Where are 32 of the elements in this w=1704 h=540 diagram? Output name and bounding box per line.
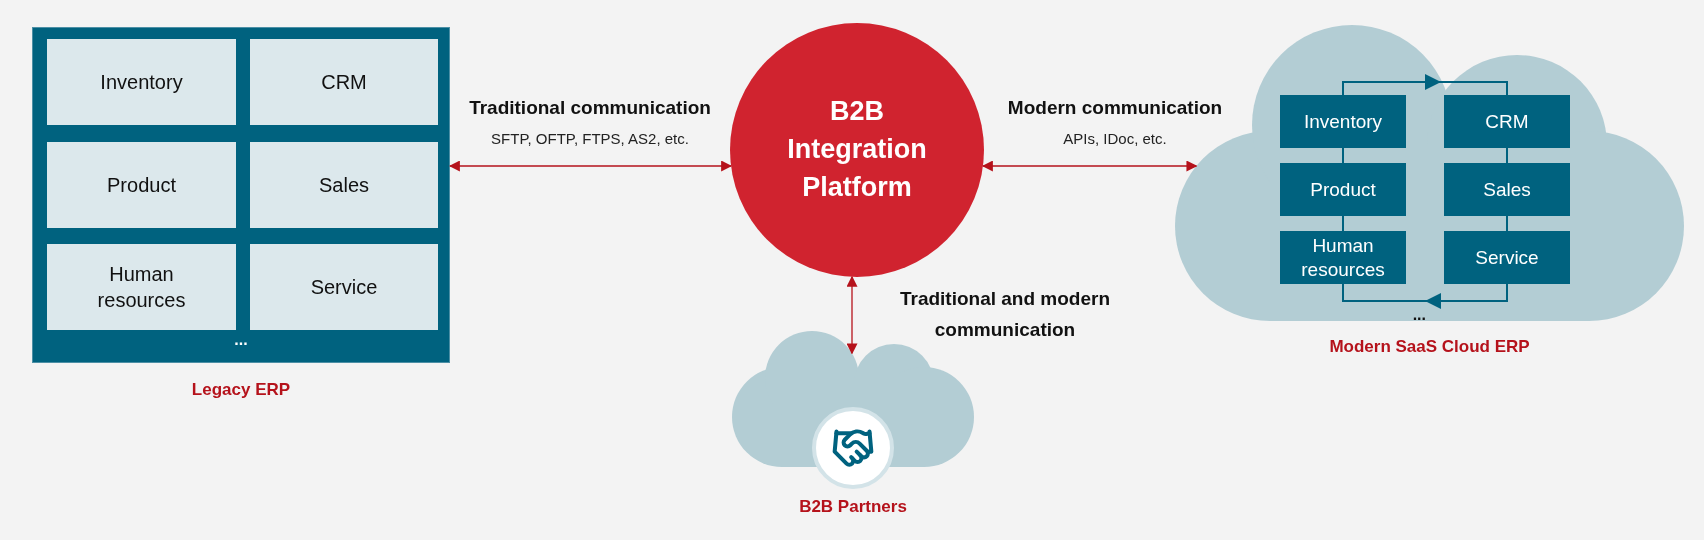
arrow (981, 160, 1198, 172)
connector-line (1506, 147, 1508, 164)
module-box: Inventory (1280, 95, 1406, 148)
module-box: Sales (250, 142, 438, 228)
module-box: Human resources (1280, 231, 1406, 284)
protocol-note: SFTP, OFTP, FTPS, AS2, etc. (490, 130, 690, 147)
module-box: Inventory (47, 39, 236, 125)
edge-label: Traditional and modern communication (898, 287, 1112, 343)
platform-circle: B2B Integration Platform (730, 23, 984, 277)
module-box: CRM (250, 39, 438, 125)
ellipsis: ... (234, 332, 248, 348)
connector-line (1506, 215, 1508, 232)
arrow (846, 275, 858, 355)
cloud-title: Modern SaaS Cloud ERP (1328, 337, 1531, 357)
module-box: Service (1444, 231, 1570, 284)
arrow (448, 160, 733, 172)
connector-line (1342, 215, 1344, 232)
edge-label: Traditional communication (468, 96, 712, 120)
ellipsis: ... (1412, 307, 1426, 323)
module-box: Product (47, 142, 236, 228)
cloud-title: B2B Partners (798, 497, 908, 517)
edge-label: Modern communication (1006, 96, 1224, 120)
loop-arrow (1342, 283, 1508, 309)
module-box: Sales (1444, 163, 1570, 216)
module-box: Service (250, 244, 438, 330)
panel-title: Legacy ERP (190, 380, 292, 400)
connector-line (1342, 147, 1344, 164)
loop-arrow (1342, 74, 1508, 96)
module-box: Product (1280, 163, 1406, 216)
module-box: Human resources (47, 244, 236, 330)
protocol-note: APIs, IDoc, etc. (1062, 130, 1168, 147)
module-box: CRM (1444, 95, 1570, 148)
